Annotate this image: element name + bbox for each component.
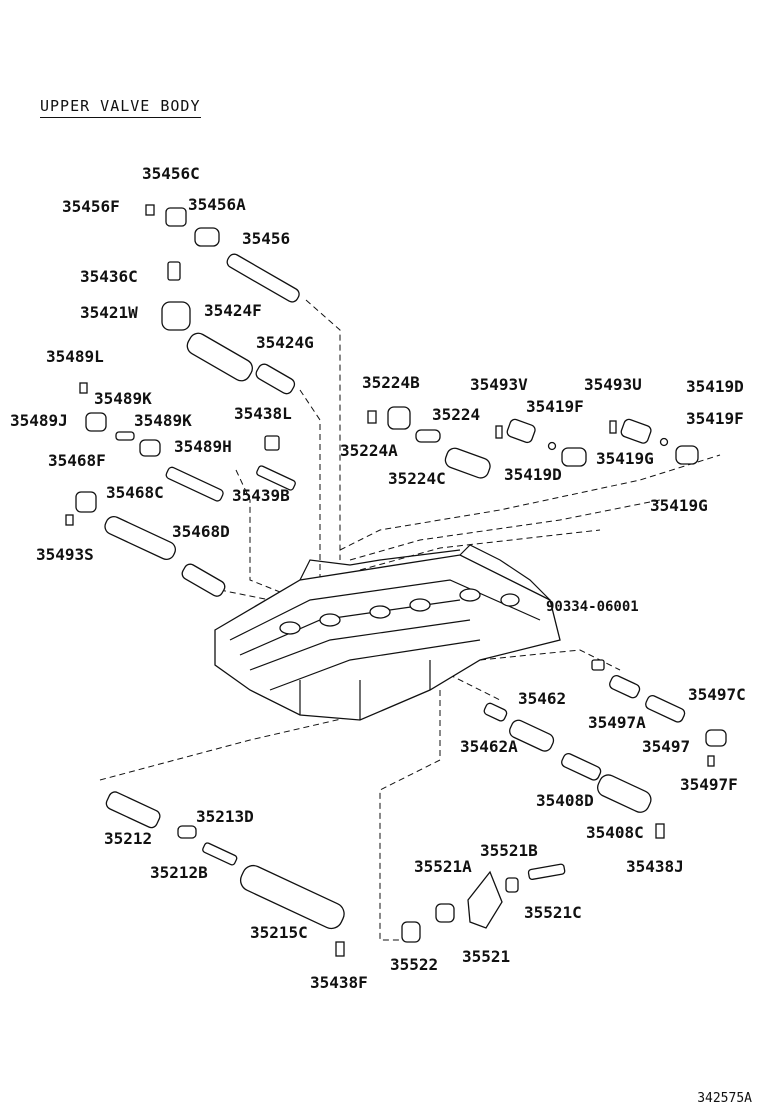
part-label[interactable]: 35419F xyxy=(686,409,744,428)
part-label[interactable]: 35424F xyxy=(204,301,262,320)
part-label[interactable]: 35468F xyxy=(48,451,106,470)
part-label[interactable]: 35497C xyxy=(688,685,746,704)
part-label[interactable]: 35497F xyxy=(680,775,738,794)
valve-body-casting xyxy=(214,544,561,721)
part-label[interactable]: 35468D xyxy=(172,522,230,541)
part-label[interactable]: 35456A xyxy=(188,195,246,214)
part-label[interactable]: 35456C xyxy=(142,164,200,183)
part-label[interactable]: 35522 xyxy=(390,955,439,974)
part-label[interactable]: 35468C xyxy=(106,483,164,502)
part-label[interactable]: 35489K xyxy=(94,389,152,408)
part-label[interactable]: 90334-06001 xyxy=(546,599,639,615)
part-label[interactable]: 35436C xyxy=(80,267,138,286)
part-label[interactable]: 35521A xyxy=(414,857,472,876)
part-label[interactable]: 35493U xyxy=(584,375,642,394)
part-label[interactable]: 35493V xyxy=(470,375,528,394)
illustration-code: 342575A xyxy=(697,1091,752,1106)
part-label[interactable]: 35438F xyxy=(310,973,368,992)
part-label[interactable]: 35212B xyxy=(150,863,208,882)
part-label[interactable]: 35408C xyxy=(586,823,644,842)
part-label[interactable]: 35521 xyxy=(462,947,511,966)
part-label[interactable]: 35421W xyxy=(80,303,138,322)
part-label[interactable]: 35489J xyxy=(10,411,68,430)
part-label[interactable]: 35497A xyxy=(588,713,646,732)
part-label[interactable]: 35439B xyxy=(232,486,290,505)
part-label[interactable]: 35438L xyxy=(234,404,292,423)
valve-parts xyxy=(65,204,727,957)
part-label[interactable]: 35489H xyxy=(174,437,232,456)
part-label[interactable]: 35493S xyxy=(36,545,94,564)
part-label[interactable]: 35456 xyxy=(242,229,291,248)
part-label[interactable]: 35489K xyxy=(134,411,192,430)
part-label[interactable]: 35456F xyxy=(62,197,120,216)
part-label[interactable]: 35419F xyxy=(526,397,584,416)
part-label[interactable]: 35424G xyxy=(256,333,314,352)
part-label[interactable]: 35419G xyxy=(650,496,708,515)
part-label[interactable]: 35224A xyxy=(340,441,398,460)
part-label[interactable]: 35224C xyxy=(388,469,446,488)
part-label[interactable]: 35215C xyxy=(250,923,308,942)
part-label[interactable]: 35438J xyxy=(626,857,684,876)
part-label[interactable]: 35419D xyxy=(686,377,744,396)
diagram-title: UPPER VALVE BODY xyxy=(40,97,201,118)
part-label[interactable]: 35212 xyxy=(104,829,153,848)
part-label[interactable]: 35224 xyxy=(432,405,481,424)
part-label[interactable]: 35224B xyxy=(362,373,420,392)
part-label[interactable]: 35521C xyxy=(524,903,582,922)
part-label[interactable]: 35521B xyxy=(480,841,538,860)
part-label[interactable]: 35213D xyxy=(196,807,254,826)
part-label[interactable]: 35419D xyxy=(504,465,562,484)
part-label[interactable]: 35462A xyxy=(460,737,518,756)
part-label[interactable]: 35419G xyxy=(596,449,654,468)
part-label[interactable]: 35489L xyxy=(46,347,104,366)
part-label[interactable]: 35408D xyxy=(536,791,594,810)
part-label[interactable]: 35462 xyxy=(518,689,567,708)
part-label[interactable]: 35497 xyxy=(642,737,691,756)
